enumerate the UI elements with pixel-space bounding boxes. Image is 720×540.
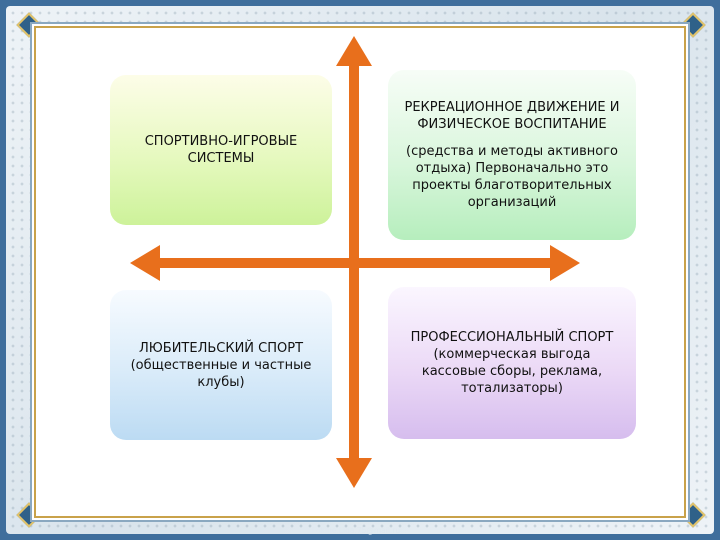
amateur-sport-box: ЛЮБИТЕЛЬСКИЙ СПОРТ (общественные и частн… (110, 290, 332, 440)
author-email: Fokine.Lida.75@mail.ru (312, 526, 400, 535)
box-title: ЛЮБИТЕЛЬСКИЙ СПОРТ (общественные и частн… (126, 340, 316, 391)
left-arrowhead (130, 245, 160, 281)
up-arrowhead (336, 36, 372, 66)
sport-game-systems-box: СПОРТИВНО-ИГРОВЫЕ СИСТЕМЫ (110, 75, 332, 225)
box-title: СПОРТИВНО-ИГРОВЫЕ СИСТЕМЫ (136, 133, 306, 167)
professional-sport-box: ПРОФЕССИОНАЛЬНЫЙ СПОРТ (коммерческая выг… (388, 287, 636, 439)
box-subtitle: (средства и методы активного отдыха) Пер… (402, 143, 622, 211)
box-title: ПРОФЕССИОНАЛЬНЫЙ СПОРТ (коммерческая выг… (405, 329, 620, 397)
down-arrowhead (336, 458, 372, 488)
recreation-box: РЕКРЕАЦИОННОЕ ДВИЖЕНИЕ И ФИЗИЧЕСКОЕ ВОСП… (388, 70, 636, 240)
horizontal-arrow-shaft (152, 258, 558, 268)
right-arrowhead (550, 245, 580, 281)
box-title: РЕКРЕАЦИОННОЕ ДВИЖЕНИЕ И ФИЗИЧЕСКОЕ ВОСП… (402, 99, 622, 133)
